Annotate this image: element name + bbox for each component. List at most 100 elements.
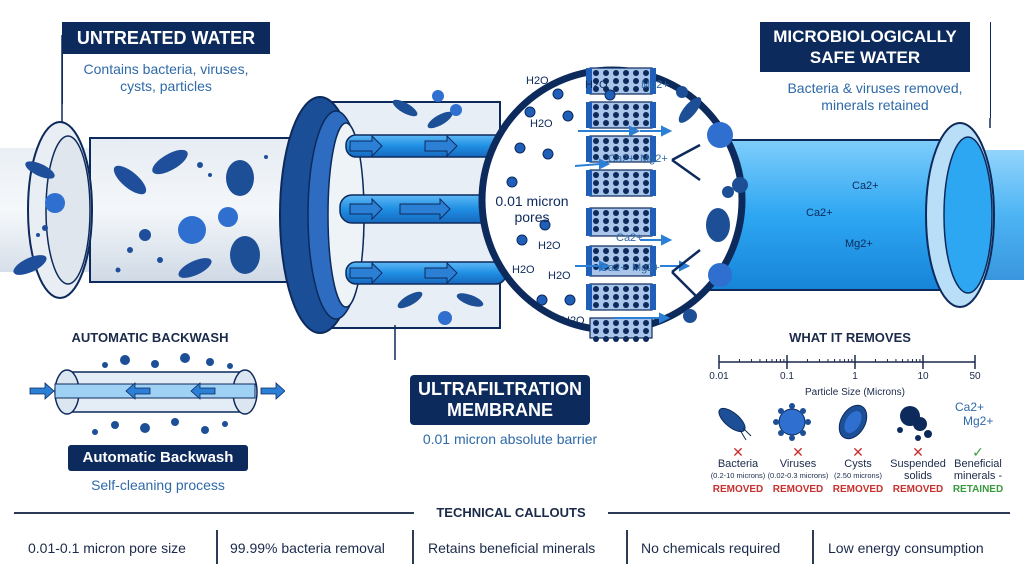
bacteria-icon (25, 161, 55, 179)
pore-dot (613, 286, 619, 292)
pore-dot (643, 256, 649, 262)
pore-dot (643, 286, 649, 292)
safe-subtitle-line2: minerals retained (821, 97, 929, 113)
ion-label: Ca2+ (600, 262, 627, 274)
technical-item: No chemicals required (641, 540, 781, 556)
pore-dot (623, 320, 629, 326)
pore-dot (643, 336, 649, 342)
pore-dot (633, 138, 639, 144)
pore-dot (603, 112, 609, 118)
ion-label: Mg2+ (641, 79, 669, 91)
pores-label-line2: pores (514, 209, 550, 225)
pore-dot (613, 248, 619, 254)
pore-dot (603, 172, 609, 178)
technical-item: Retains beneficial minerals (428, 540, 596, 556)
backwash-heading: AUTOMATIC BACKWASH (71, 330, 229, 345)
pore-dot (613, 210, 619, 216)
pore-dot (593, 104, 599, 110)
virus-icon (708, 263, 732, 287)
pore-dot (643, 172, 649, 178)
pore-dot (643, 180, 649, 186)
item-size: (0.2-10 microns) (710, 471, 766, 480)
ion-label: Ca2+ (806, 207, 833, 219)
pore-dot (593, 172, 599, 178)
pore-dot (603, 218, 609, 224)
virus-icon (178, 216, 206, 244)
pore-dot (603, 180, 609, 186)
cross-icon: ✕ (852, 444, 864, 460)
pore-dot (593, 120, 599, 126)
pore-dot (643, 218, 649, 224)
pore-dot (603, 320, 609, 326)
pore-dot (593, 86, 599, 92)
virus-icon (707, 122, 733, 148)
pore-dot (613, 328, 619, 334)
pore-dot (623, 218, 629, 224)
pore-dot (613, 336, 619, 342)
pores-label-line1: 0.01 micron (495, 193, 569, 209)
technical-item: 99.99% bacteria removal (230, 540, 385, 556)
pore-dot (613, 86, 619, 92)
pore-dot (603, 146, 609, 152)
pore-dot (643, 210, 649, 216)
pore-dot (623, 104, 629, 110)
pore-dot (593, 302, 599, 308)
pore-dot (623, 138, 629, 144)
backwash-diagram (29, 353, 285, 435)
pore-dot (603, 248, 609, 254)
status-badge: REMOVED (772, 484, 824, 495)
pore-dot (623, 248, 629, 254)
molecule-label: H2O (530, 118, 553, 130)
safe-title-line2: SAFE WATER (809, 48, 921, 67)
pore-dot (603, 294, 609, 300)
pore-dot (633, 180, 639, 186)
technical-item: 0.01-0.1 micron pore size (28, 540, 186, 556)
molecule-label: H2O (512, 264, 535, 276)
pore-dot (603, 256, 609, 262)
pore-dot (613, 112, 619, 118)
divider-left (14, 512, 414, 514)
virus-icon (218, 207, 238, 227)
item-name: Bacteria (717, 458, 759, 470)
bacteria-icon (718, 407, 752, 441)
pore-dot (623, 112, 629, 118)
pore-dot (633, 294, 639, 300)
cyst-icon (226, 160, 254, 196)
pore-dot (603, 328, 609, 334)
untreated-subtitle-line1: Contains bacteria, viruses, (83, 61, 249, 77)
pore-dot (623, 210, 629, 216)
magnifier-circle (478, 66, 748, 342)
cross-icon: ✕ (912, 444, 924, 460)
pore-dot (633, 70, 639, 76)
pore-dot (593, 146, 599, 152)
molecule-label: H2O (526, 75, 549, 87)
pore-dot (623, 336, 629, 342)
pore-dot (643, 104, 649, 110)
pore-dot (633, 172, 639, 178)
ion-label: Mg2+ (845, 238, 873, 250)
pore-dot (633, 112, 639, 118)
pore-dot (593, 112, 599, 118)
ion-label: Ca2+ (852, 180, 879, 192)
pore-dot (613, 138, 619, 144)
pore-dot (593, 218, 599, 224)
pore-dot (623, 172, 629, 178)
cyst-icon (838, 404, 868, 440)
pore-dot (593, 188, 599, 194)
pore-dot (643, 188, 649, 194)
pore-dot (603, 104, 609, 110)
pore-dot (643, 226, 649, 232)
arrow-left-icon (125, 382, 151, 400)
removes-icons (718, 403, 932, 441)
technical-heading: TECHNICAL CALLOUTS (436, 505, 586, 520)
pore-dot (613, 302, 619, 308)
pore-dot (623, 154, 629, 160)
pore-dot (613, 218, 619, 224)
status-badge: REMOVED (832, 484, 884, 495)
pore-dot (613, 70, 619, 76)
pore-dot (643, 264, 649, 270)
divider-right (608, 512, 1010, 514)
pore-dot (643, 70, 649, 76)
pores-label: 0.01 micron pores (492, 193, 572, 225)
